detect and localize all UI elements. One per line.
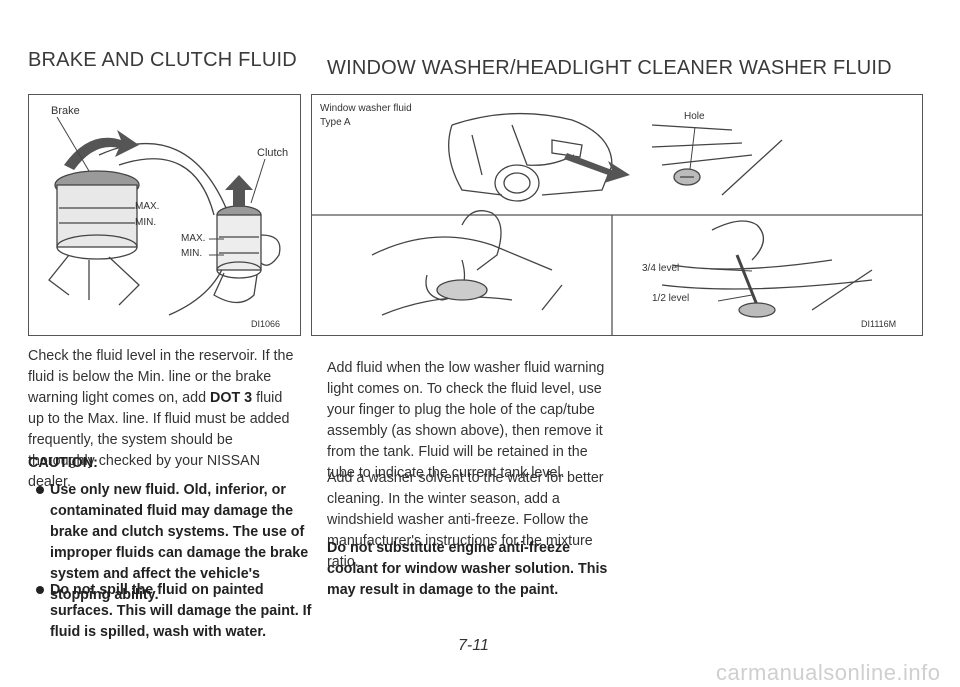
caution-item-1: Use only new fluid. Old, inferior, or co… bbox=[36, 480, 312, 606]
clutch-min-label: MIN. bbox=[181, 248, 203, 259]
washer-fluid-instructions: Add fluid when the low washer fluid warn… bbox=[327, 360, 605, 481]
bullet-icon bbox=[36, 486, 44, 494]
brake-fluid-instructions: Check the fluid level in the reservoir. … bbox=[28, 346, 300, 493]
page-number: 7-11 bbox=[458, 637, 489, 654]
hole-label: Hole bbox=[684, 111, 705, 122]
figure-code: DI1066 bbox=[251, 319, 281, 329]
reservoir-illustration bbox=[48, 116, 281, 316]
figure-code: DI1116M bbox=[861, 319, 897, 329]
caution-heading: CAUTION: bbox=[28, 455, 98, 471]
brake-label: Brake bbox=[51, 105, 80, 117]
fluid-spec: DOT 3 bbox=[210, 390, 253, 406]
antifreeze-warning: Do not substitute engine anti-freeze coo… bbox=[327, 540, 608, 598]
bullet-icon bbox=[36, 586, 44, 594]
instruction-text: Check the fluid level in the reservoir. … bbox=[28, 348, 294, 406]
section-heading-brake-clutch: BRAKE AND CLUTCH FLUID bbox=[28, 49, 297, 71]
washer-illustration bbox=[312, 112, 922, 335]
washer-solvent-instructions: Add a washer solvent to the water for be… bbox=[327, 470, 604, 570]
brake-max-label: MAX. bbox=[135, 201, 160, 212]
section-heading-washer-fluid: WINDOW WASHER/HEADLIGHT CLEANER WASHER F… bbox=[327, 57, 892, 79]
three-quarter-level-label: 3/4 level bbox=[642, 263, 680, 274]
clutch-label: Clutch bbox=[257, 147, 289, 159]
washer-fluid-figure: Window washer fluid Type A Hole 3/4 leve… bbox=[311, 94, 923, 336]
half-level-label: 1/2 level bbox=[652, 293, 690, 304]
brake-min-label: MIN. bbox=[135, 217, 157, 228]
fluid-type-label: Type A bbox=[320, 117, 351, 128]
caution-text: Use only new fluid. Old, inferior, or co… bbox=[50, 482, 309, 603]
washer-fluid-label: Window washer fluid bbox=[320, 103, 412, 114]
brake-clutch-reservoir-figure: Brake Clutch MAX. MIN. MAX. MIN. DI1066 bbox=[28, 94, 301, 336]
clutch-max-label: MAX. bbox=[181, 233, 206, 244]
watermark: carmanualsonline.info bbox=[716, 660, 941, 685]
caution-text: Do not spill the fluid on painted surfac… bbox=[50, 582, 312, 640]
caution-item-2: Do not spill the fluid on painted surfac… bbox=[36, 580, 312, 643]
instruction-text: fluid up to the Max. line. If fluid must… bbox=[28, 390, 290, 490]
